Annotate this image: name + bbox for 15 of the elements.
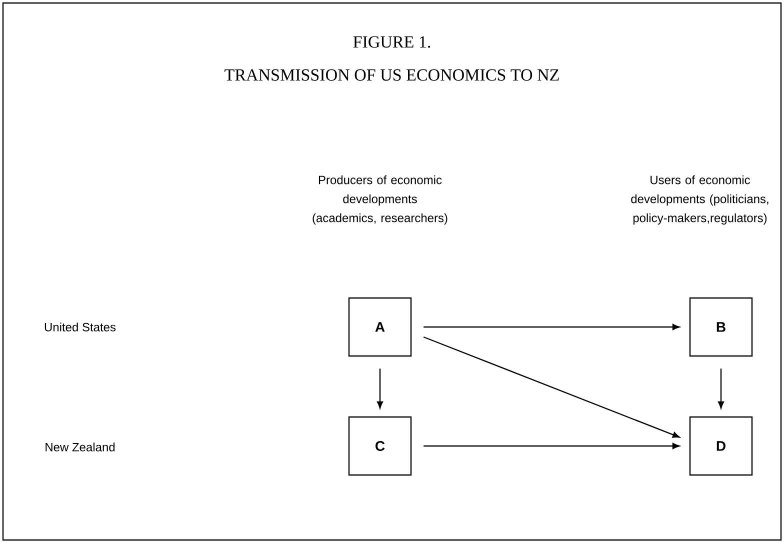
subtitle: TRANSMISSION OF US ECONOMICS TO NZ (224, 69, 559, 81)
letter-box: D (689, 416, 753, 476)
letter-box: B (689, 297, 753, 357)
letter-box: C (348, 416, 412, 476)
column-heading: Users of economic developments (politicians, policy-makers,regulators) (631, 175, 768, 225)
column-heading: Producers of economic developments (academics, researchers) (312, 175, 448, 225)
arrow (718, 368, 724, 409)
arrow (376, 368, 384, 409)
arrow (424, 442, 680, 450)
arrow (424, 324, 680, 330)
row-label: United States (44, 322, 116, 332)
arrow (423, 336, 680, 438)
letter-box: A (348, 297, 412, 357)
row-label: New Zealand (46, 442, 115, 452)
title: FIGURE 1. (353, 36, 430, 48)
